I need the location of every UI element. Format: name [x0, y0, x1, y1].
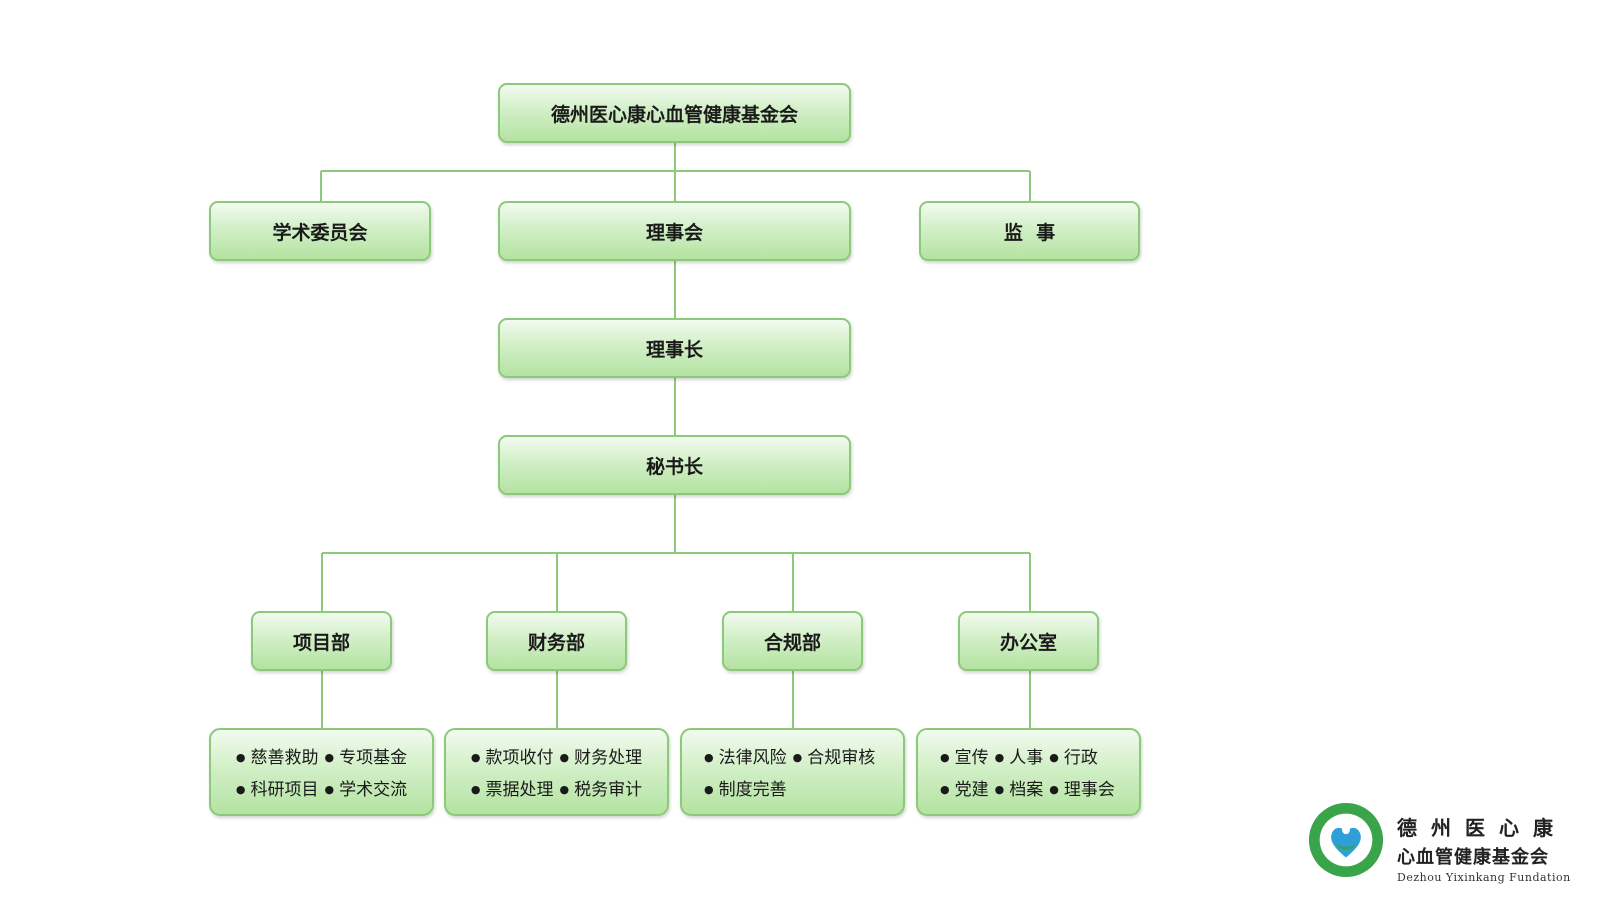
office-box: 办公室	[958, 611, 1099, 671]
compliance-dept-box: 合规部	[722, 611, 863, 671]
duty-item: 票据处理	[471, 775, 554, 800]
duty-item: 财务处理	[560, 743, 642, 768]
duty-item: 合规审核	[793, 743, 875, 768]
council-box: 理事会	[498, 201, 851, 261]
logo-name-line2: 心血管健康基金会	[1397, 847, 1549, 868]
duty-item: 理事会	[1049, 775, 1115, 800]
logo-name-line1: 德州医心康	[1397, 816, 1567, 840]
foundation-logo-text: 德州医心康 心血管健康基金会 Dezhou Yixinkang Fundatio…	[1397, 812, 1587, 884]
duty-item: 人事	[995, 743, 1043, 768]
chairman-box: 理事长	[498, 318, 851, 378]
compliance-dept-duties: 法律风险 合规审核 制度完善	[680, 728, 905, 816]
logo-name-english: Dezhou Yixinkang Fundation	[1397, 871, 1571, 884]
duty-item: 制度完善	[704, 775, 787, 800]
duty-item: 科研项目	[236, 775, 319, 800]
duty-item: 款项收付	[471, 743, 554, 768]
office-duties: 宣传 人事 行政 党建 档案 理事会	[916, 728, 1141, 816]
duty-item: 行政	[1049, 743, 1098, 768]
root-foundation-box: 德州医心康心血管健康基金会	[498, 83, 851, 143]
finance-dept-box: 财务部	[486, 611, 627, 671]
duty-item: 党建	[940, 775, 989, 800]
duty-item: 法律风险	[704, 743, 787, 768]
duty-item: 宣传	[940, 743, 989, 768]
project-dept-box: 项目部	[251, 611, 392, 671]
academic-committee-box: 学术委员会	[209, 201, 431, 261]
project-dept-duties: 慈善救助 专项基金 科研项目 学术交流	[209, 728, 434, 816]
secretary-general-box: 秘书长	[498, 435, 851, 495]
duty-item: 税务审计	[560, 775, 642, 800]
foundation-logo-icon	[1308, 802, 1384, 878]
duty-item: 学术交流	[325, 775, 407, 800]
duty-item: 慈善救助	[236, 743, 319, 768]
finance-dept-duties: 款项收付 财务处理 票据处理 税务审计	[444, 728, 669, 816]
duty-item: 专项基金	[325, 743, 407, 768]
supervisor-box: 监 事	[919, 201, 1140, 261]
duty-item: 档案	[995, 775, 1043, 800]
